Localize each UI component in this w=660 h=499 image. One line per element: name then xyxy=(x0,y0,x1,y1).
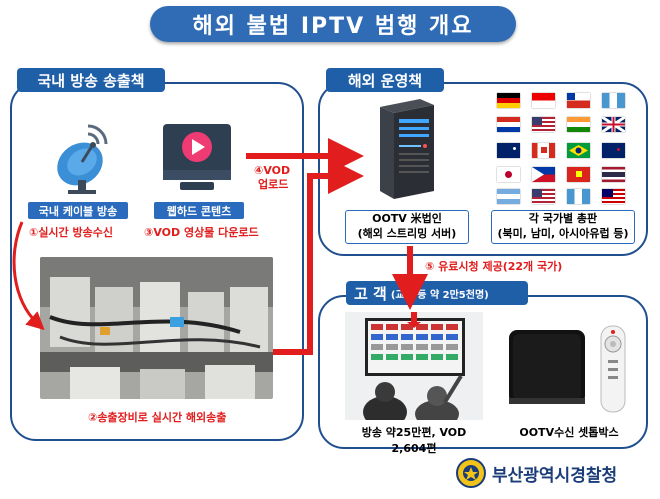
philippines-flag-icon xyxy=(532,167,555,182)
step3-label: ③VOD 영상물 다운로드 xyxy=(144,226,259,239)
domestic-heading: 국내 방송 송출책 xyxy=(17,68,165,92)
germany-flag-icon xyxy=(497,93,520,108)
guatemala-flag-icon xyxy=(602,93,625,108)
server-label-line2: (해외 스트리밍 서버) xyxy=(357,227,457,240)
satellite-dish-icon xyxy=(48,118,128,198)
step1-label: ①실시간 방송수신 xyxy=(29,226,113,239)
server-label: OOTV 米법인 (해외 스트리밍 서버) xyxy=(345,210,469,244)
tv-viewing-photo xyxy=(345,312,483,420)
server-icon xyxy=(372,95,442,200)
japan-flag-icon xyxy=(497,167,520,182)
overseas-heading: 해외 운영책 xyxy=(326,68,444,92)
webhard-label: 웹하드 콘텐츠 xyxy=(154,202,244,219)
malaysia-flag-icon xyxy=(602,189,625,204)
dealer-label: 각 국가별 총판 (북미, 남미, 아시아유럽 등) xyxy=(491,210,635,244)
step2-label: ②송출장비로 실시간 해외송출 xyxy=(88,411,227,424)
new-zealand-flag-icon xyxy=(602,143,625,158)
step4-line1: ④VOD xyxy=(254,164,291,177)
customers-heading: 고 객 (교민 등 약 2만5천명) xyxy=(346,281,528,305)
customers-heading-main: 고 객 xyxy=(354,284,387,303)
arrow-realtime-receive xyxy=(12,221,45,331)
thailand-flag-icon xyxy=(602,167,625,182)
dealer-label-line1: 각 국가별 총판 xyxy=(528,212,598,225)
country-flags xyxy=(492,93,632,205)
police-agency-name: 부산광역시경찰청 xyxy=(492,466,618,486)
set-top-box-icon xyxy=(505,318,633,416)
usa-flag-icon-2 xyxy=(532,189,555,204)
paraguay-flag-icon xyxy=(497,117,520,132)
customers-heading-sub: (교민 등 약 2만5천명) xyxy=(390,289,489,301)
step5-label: ⑤ 유료시청 제공(22개 국가) xyxy=(425,260,563,273)
uk-flag-icon xyxy=(602,117,625,132)
page-title: 해외 불법 IPTV 범행 개요 xyxy=(150,6,516,42)
cable-broadcast-label: 국내 케이블 방송 xyxy=(28,202,128,219)
step4-line2: 업로드 xyxy=(258,178,289,191)
video-player-icon xyxy=(160,122,234,194)
indonesia-flag-icon xyxy=(532,93,555,108)
guatemala-flag-icon-2 xyxy=(567,189,590,204)
argentina-flag-icon xyxy=(497,189,520,204)
arrow-overseas-transmit xyxy=(273,158,364,355)
step4-label: ④VOD 업로드 xyxy=(254,164,290,192)
brazil-flag-icon xyxy=(567,143,590,158)
broadcast-equipment-photo xyxy=(40,257,273,399)
india-flag-icon xyxy=(567,117,590,132)
usa-flag-icon xyxy=(532,117,555,132)
australia-flag-icon xyxy=(497,143,520,158)
server-label-line1: OOTV 米법인 xyxy=(372,212,442,225)
vietnam-flag-icon xyxy=(567,167,590,182)
tv-caption: 방송 약25만편, VOD 2,604편 xyxy=(361,426,467,455)
set-top-box-caption: OOTV수신 셋톱박스 xyxy=(519,426,619,439)
canada-flag-icon xyxy=(532,143,555,158)
police-badge-icon xyxy=(456,458,486,488)
dealer-label-line2: (북미, 남미, 아시아유럽 등) xyxy=(497,227,629,240)
chile-flag-icon xyxy=(567,93,590,108)
